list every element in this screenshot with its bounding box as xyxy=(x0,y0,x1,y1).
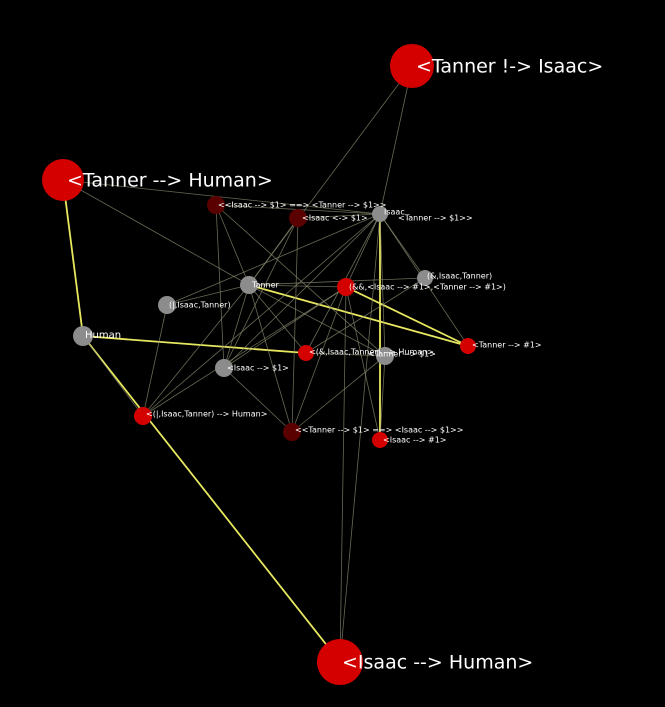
graph-node-isaac-1-tanner-1[interactable] xyxy=(337,278,355,296)
node-label-tanner-1-isaac-1: <<Tanner --> $1> ==> <Isaac --> $1>> xyxy=(295,426,463,435)
edge-n6-n9 xyxy=(345,213,381,288)
node-label-isaac: Isaac xyxy=(384,208,405,217)
graph-node-tanner-1[interactable] xyxy=(460,338,476,354)
edge-n4-n8 xyxy=(215,204,250,286)
graph-node-isaac-tanner-human[interactable] xyxy=(134,407,152,425)
edge-n15-n18 xyxy=(291,355,386,433)
edge-n10-n13 xyxy=(305,277,426,354)
graph-node-isaac-tanner[interactable] xyxy=(417,270,433,286)
edge-n9-n14 xyxy=(345,286,469,347)
edge-n9-n18 xyxy=(291,286,347,433)
node-label-tanner: Tanner xyxy=(251,281,280,290)
graph-node-isaac-tanner-human[interactable] xyxy=(298,345,314,361)
edge-n8-n13 xyxy=(248,284,307,354)
edge-n9-n16 xyxy=(223,286,347,369)
graph-node-isaac-1[interactable] xyxy=(372,432,388,448)
edge-n11-n17 xyxy=(142,304,168,417)
graph-node-tanner-isaac[interactable] xyxy=(390,44,434,88)
node-layer xyxy=(42,44,476,685)
edge-n2-n8 xyxy=(62,179,250,286)
node-label-tanner-1: <Tanner --> $1>> xyxy=(398,214,473,223)
edge-n13-n15 xyxy=(305,352,386,357)
node-label-isaac-1: <Isaac <-> $1> xyxy=(302,214,368,223)
edge-n17-n9 xyxy=(142,286,347,417)
edge-n1-n6 xyxy=(379,65,413,215)
edge-n5-n6 xyxy=(297,213,381,219)
node-label-human: Human xyxy=(85,330,121,341)
node-label-isaac-1-tanner-1: (&&,<Isaac --> #1>,<Tanner --> #1>) xyxy=(349,283,506,292)
edge-n8-n17 xyxy=(142,284,250,417)
node-label-tanner-human: <Tanner --> Human> xyxy=(67,170,273,192)
edge-n8-n14 xyxy=(248,284,469,347)
edge-n4-n15 xyxy=(215,204,386,357)
edge-n5-n18 xyxy=(291,217,299,433)
edge-n8-n16 xyxy=(223,284,250,369)
edge-n6-n15 xyxy=(379,213,386,357)
edge-n9-n19 xyxy=(345,286,381,441)
node-label-tanner-isaac: <Tanner !-> Isaac> xyxy=(416,56,603,78)
node-label-isaac-human: <Isaac --> Human> xyxy=(342,652,533,674)
edge-layer xyxy=(62,65,469,663)
graph-node-tanner[interactable] xyxy=(240,276,258,294)
label-layer: <Tanner !-> Isaac> <Tanner --> Human> <Isa… xyxy=(67,56,603,674)
graph-node-tanner-1-isaac-1[interactable] xyxy=(283,423,301,441)
edge-n16-n18 xyxy=(223,367,293,433)
node-label-isaac-tanner-human: <(|,Isaac,Tanner) --> Human> xyxy=(146,410,267,419)
edge-n6-n11 xyxy=(166,213,381,306)
node-label-tanner-1: <Tanner --> $1> xyxy=(368,350,436,359)
graph-node-isaac-1[interactable] xyxy=(215,359,233,377)
node-label-isaac-1: <Isaac --> #1> xyxy=(383,436,447,445)
edge-n12-n3 xyxy=(82,335,341,663)
node-label-isaac-1: <Isaac --> $1> xyxy=(227,364,289,373)
node-label-tanner-1: <Tanner --> #1> xyxy=(472,341,542,350)
edge-n2-n6 xyxy=(62,179,381,215)
edge-n8-n15 xyxy=(248,284,386,357)
edge-n2-n12 xyxy=(62,179,84,337)
edge-n8-n9 xyxy=(248,284,347,288)
graph-node-human[interactable] xyxy=(73,326,93,346)
edge-n3-n6 xyxy=(339,213,381,663)
graph-node-isaac-1[interactable] xyxy=(289,209,307,227)
graph-node-isaac-1-tanner-1[interactable] xyxy=(207,196,225,214)
edge-n12-n13 xyxy=(82,335,307,354)
edge-n8-n11 xyxy=(166,284,250,306)
edge-n19-n15 xyxy=(379,355,386,441)
edge-n4-n16 xyxy=(215,204,225,369)
edge-n3-n9 xyxy=(339,286,347,663)
edge-n8-n10 xyxy=(248,277,426,286)
graph-node-tanner-human[interactable] xyxy=(42,159,84,201)
edge-n6-n17 xyxy=(142,213,381,417)
node-label-isaac-tanner: (&,Isaac,Tanner) xyxy=(427,272,492,281)
graph-node-tanner-1[interactable] xyxy=(376,347,394,365)
node-label-isaac-tanner-human: <(&,Isaac,Tanner) --> Human> xyxy=(309,348,434,357)
graph-node-isaac-tanner[interactable] xyxy=(158,296,176,314)
edge-n8-n18 xyxy=(248,284,293,433)
node-label-isaac-1-tanner-1: <<Isaac --> $1> ==> <Tanner --> $1>> xyxy=(218,201,386,210)
edge-n12-n17 xyxy=(82,335,144,417)
edge-n5-n16 xyxy=(223,217,299,369)
node-label-isaac-tanner: (|,Isaac,Tanner) xyxy=(169,301,231,310)
edge-n6-n16 xyxy=(223,213,381,369)
graph-node-isaac[interactable] xyxy=(372,206,388,222)
edge-n5-n8 xyxy=(248,217,299,286)
graph-node-isaac-human[interactable] xyxy=(317,639,363,685)
